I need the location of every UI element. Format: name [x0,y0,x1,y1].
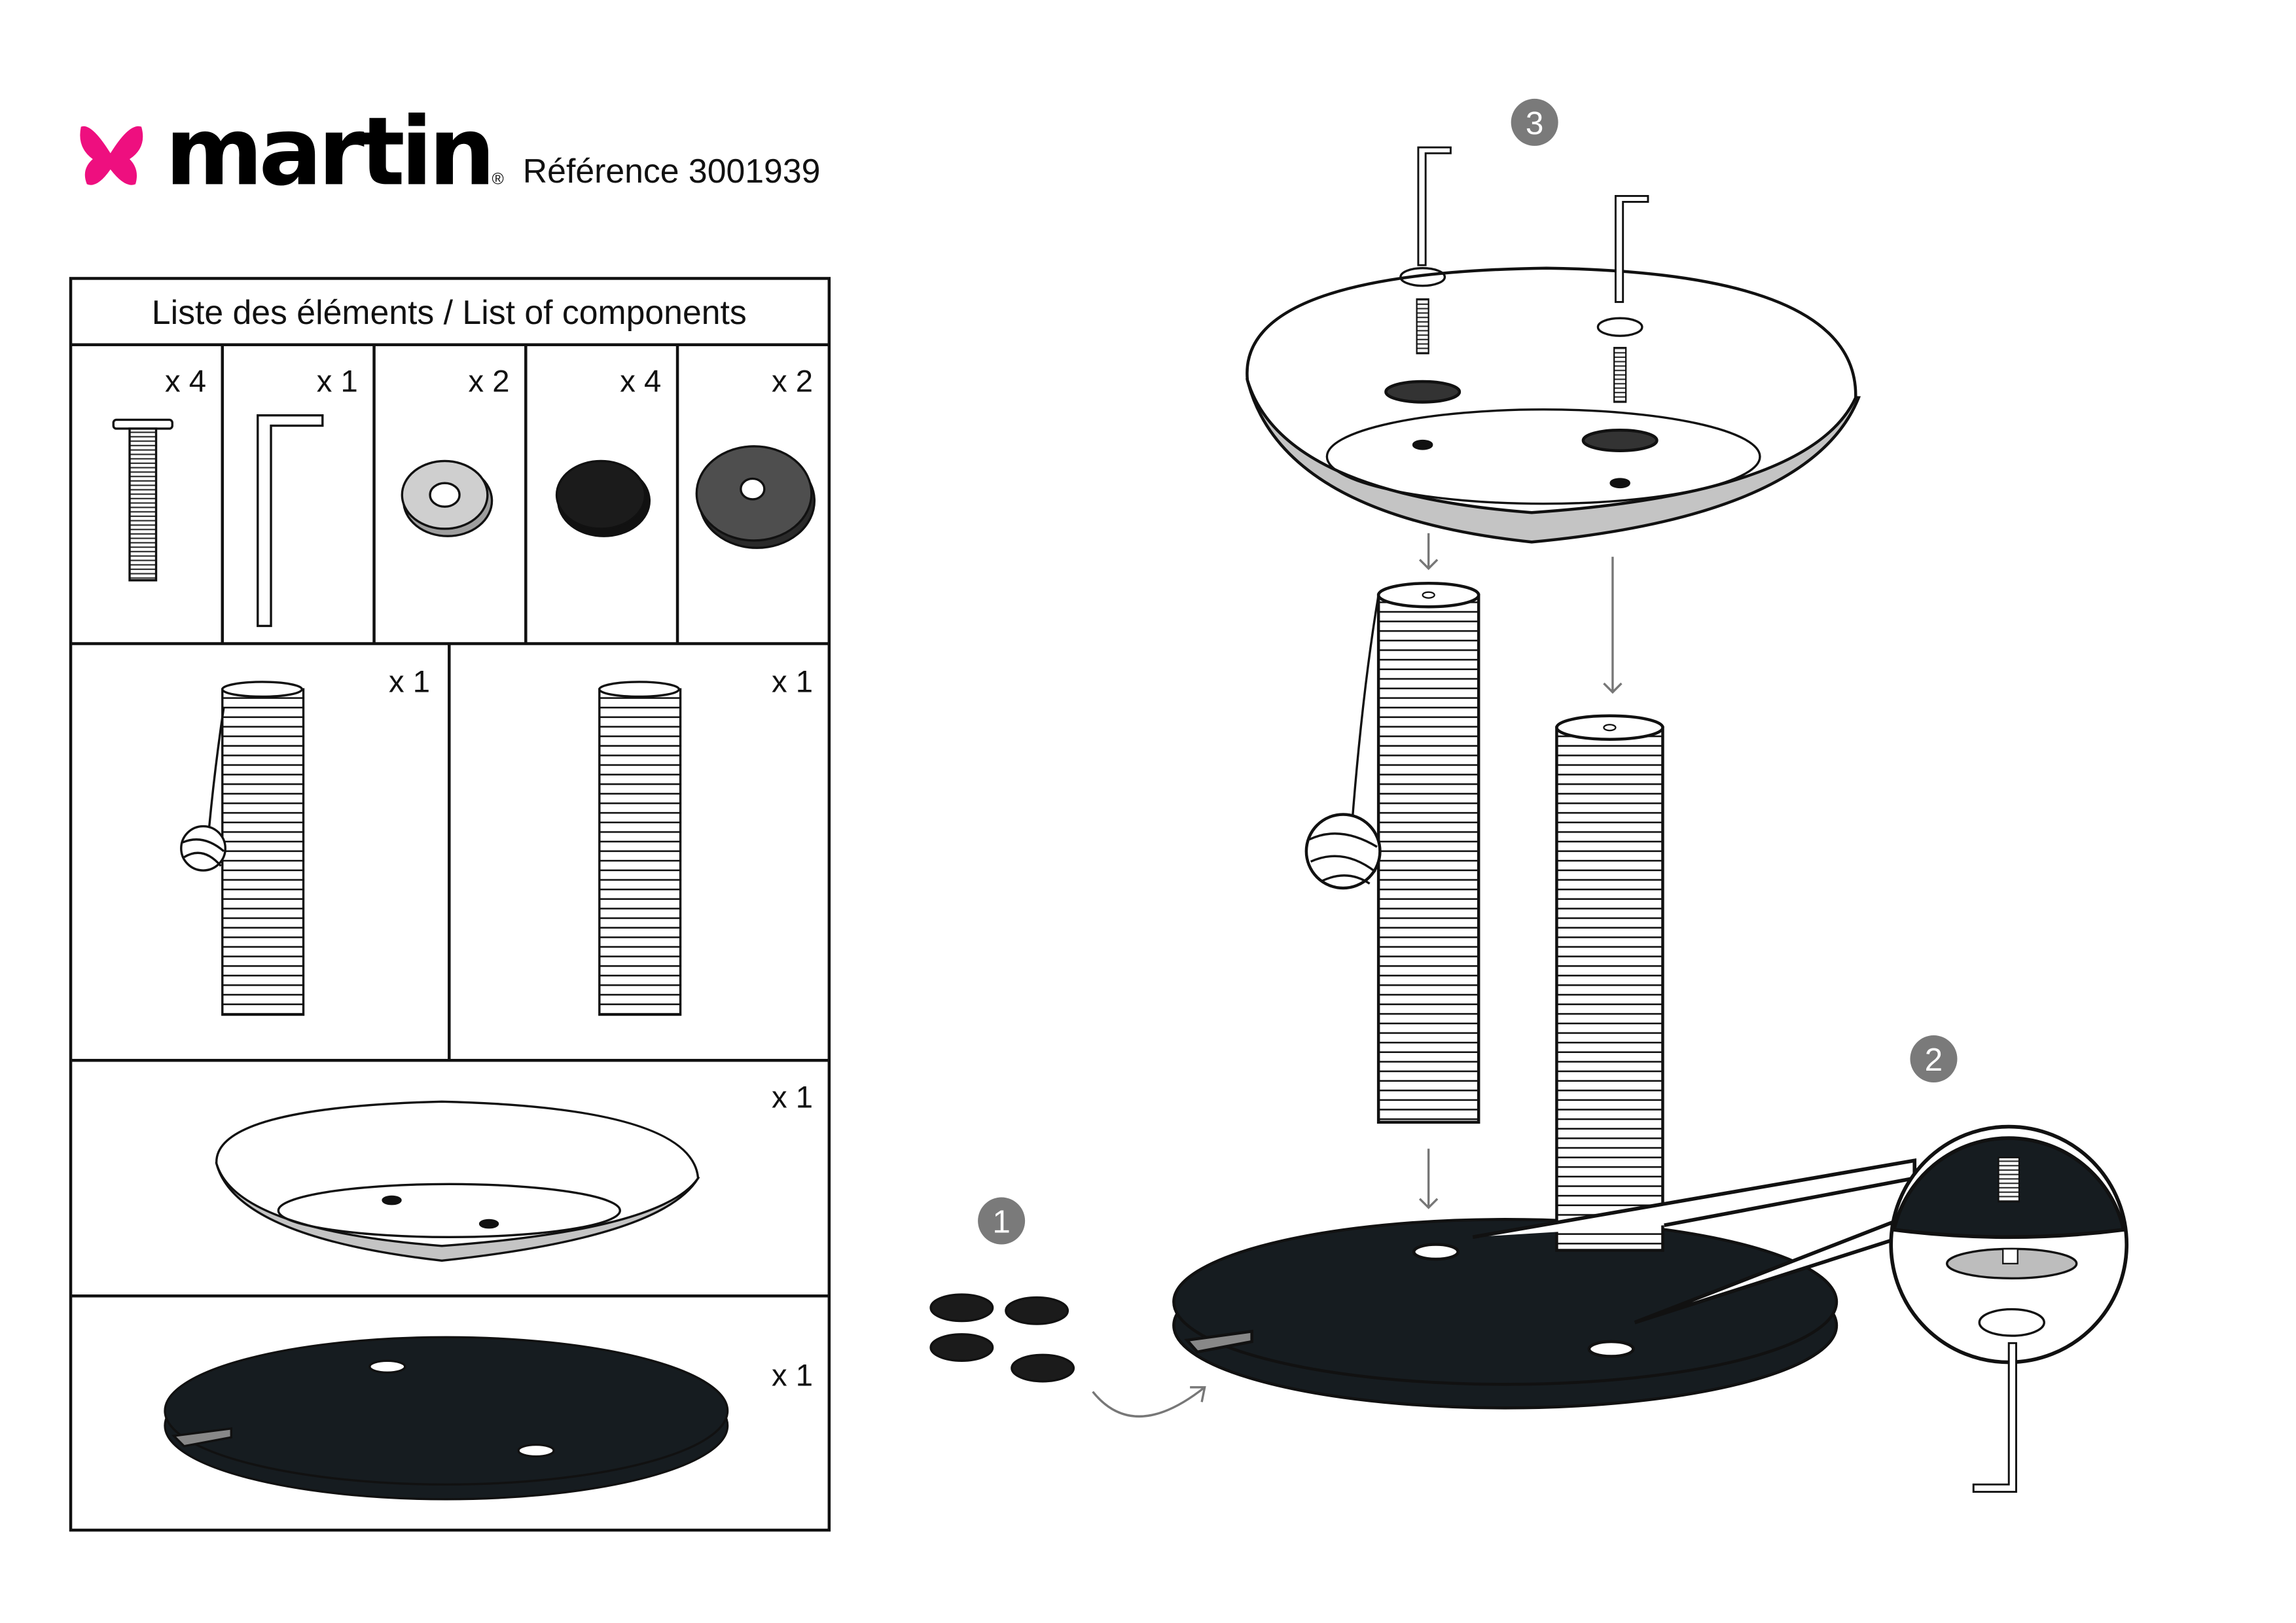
components-title: Liste des éléments / List of components [152,293,747,331]
reference-number: Référence 3001939 [523,152,821,190]
felt-pads-group [929,1293,1075,1383]
qty-allen-key: x 1 [317,365,358,399]
brand-name: martin [165,96,491,206]
felt-pad-icon [555,459,651,537]
bowl-platform-icon [215,1100,700,1262]
detail-zoom-inset [1472,1124,2129,1493]
svg-text:1: 1 [992,1204,1011,1240]
qty-screw: x 4 [165,365,206,399]
svg-text:3: 3 [1526,105,1544,141]
base-plate-icon [164,1336,729,1501]
qty-washer: x 2 [469,365,510,399]
butterfly-icon [80,126,143,185]
post-icon [598,681,682,1016]
post-with-toy-assembly [1304,581,1480,1124]
qty-post: x 1 [772,665,813,700]
rubber-washer-icon [695,445,816,549]
qty-felt-pad: x 4 [620,365,661,399]
allen-key-icon [257,414,324,628]
components-table [69,277,831,1532]
qty-bowl: x 1 [772,1080,813,1115]
svg-text:2: 2 [1925,1042,1943,1078]
step-badge-2: 2 [1910,1035,1958,1083]
post-assembly [1555,714,1664,1252]
qty-rubber-washer: x 2 [772,365,813,399]
qty-base: x 1 [772,1359,813,1393]
registered-mark: ® [492,170,504,188]
qty-post-with-toy: x 1 [389,665,430,700]
step-badge-3: 3 [1511,98,1558,146]
brand-logo: martin ® [80,96,504,206]
bowl-assembly [1245,146,1861,544]
screw-icon [112,418,173,582]
washer-icon [401,459,493,537]
post-with-toy-icon [180,681,305,1016]
base-assembly [1172,1218,1839,1410]
step-badge-1: 1 [978,1197,1026,1245]
